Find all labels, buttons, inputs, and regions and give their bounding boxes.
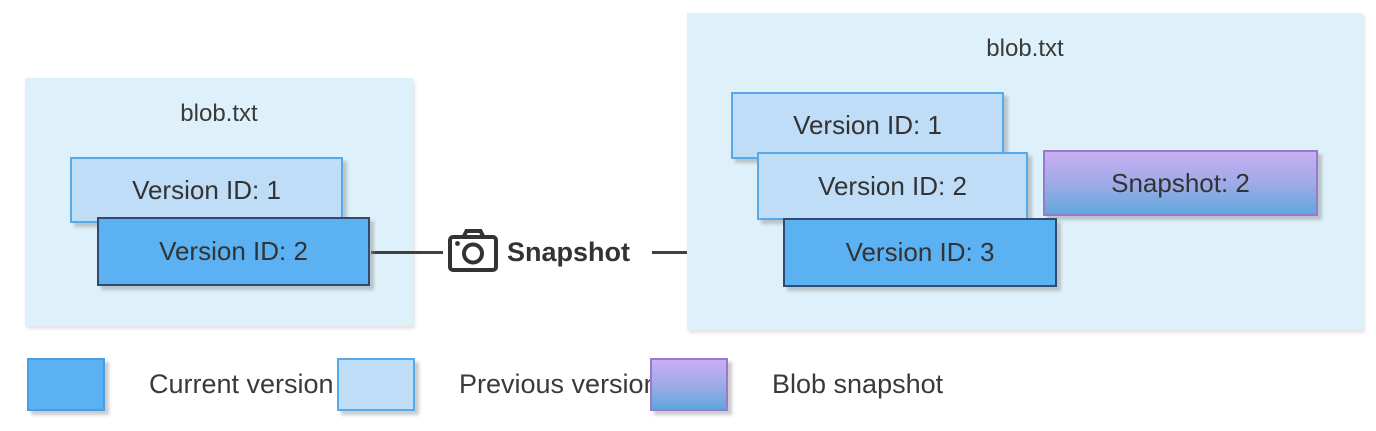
camera-icon [448,229,498,272]
right-version-3-card: Version ID: 3 [783,218,1057,287]
left-version-1-label: Version ID: 1 [132,174,281,205]
snapshot-2-card: Snapshot: 2 [1043,150,1318,216]
snapshot-action-label: Snapshot [507,237,631,267]
right-version-3-label: Version ID: 3 [845,237,995,267]
legend-label-current: Current version [149,369,334,399]
blob-snapshot-swatch [650,358,728,411]
left-blob-title: blob.txt [180,100,258,127]
right-version-1-card: Version ID: 1 [731,92,1004,159]
right-version-1-label: Version ID: 1 [793,110,942,140]
left-version-2-label: Version ID: 2 [159,236,308,266]
right-version-2-card: Version ID: 2 [757,152,1028,220]
legend-item-previous-version: Previous version [337,358,659,411]
right-version-2-label: Version ID: 2 [818,170,967,201]
left-blob-container: blob.txt Version ID: 1 Version ID: 2 [25,78,413,326]
legend-item-blob-snapshot: Blob snapshot [650,358,943,411]
snapshot-2-label: Snapshot: 2 [1111,167,1250,198]
right-blob-container: blob.txt Version ID: 1 Version ID: 2 Ver… [687,13,1363,330]
legend-label-snapshot: Blob snapshot [772,369,944,399]
connector-line-left [371,251,443,254]
current-version-swatch [27,358,105,411]
left-version-2-card: Version ID: 2 [97,217,370,286]
previous-version-swatch [337,358,415,411]
right-blob-title: blob.txt [986,35,1064,62]
legend-item-current-version: Current version [27,358,334,411]
left-version-1-card: Version ID: 1 [70,157,343,223]
legend-label-previous: Previous version [459,369,659,399]
